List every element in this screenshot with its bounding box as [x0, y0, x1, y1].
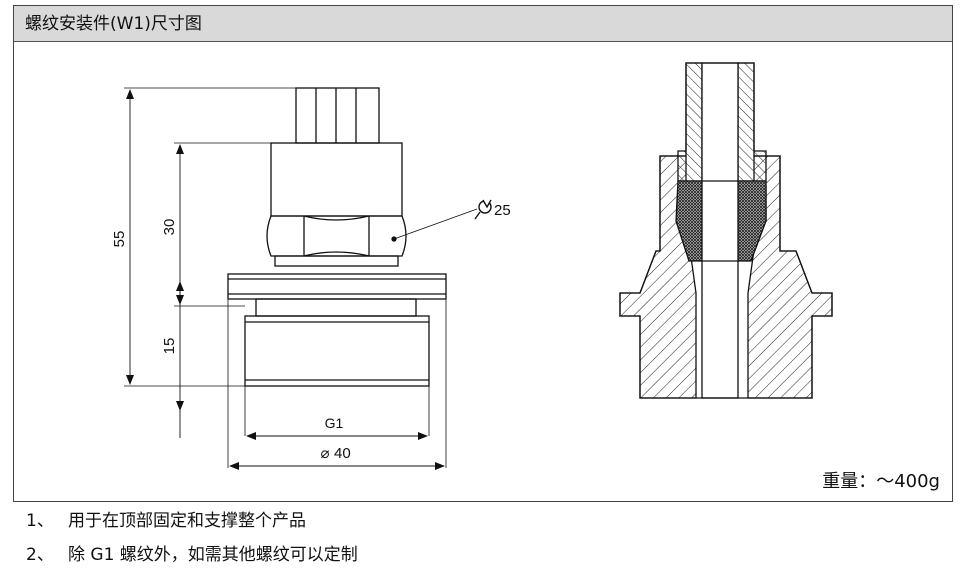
weight-line: 重量：～400g: [822, 471, 940, 493]
wrench-label-group: 25: [474, 199, 511, 220]
weight-label: 重量：: [822, 471, 877, 492]
top-nut-right: [737, 62, 767, 182]
wrench-icon: [474, 199, 492, 220]
note-number: 1、: [26, 511, 54, 531]
wrench-leader: [391, 208, 478, 242]
note-item-1: 1、用于在顶部固定和支撑整个产品: [26, 510, 358, 532]
connector-top: [295, 87, 380, 144]
top-nut-left: [677, 62, 703, 182]
dim-40-label: 40: [334, 445, 351, 462]
flange: [227, 273, 447, 300]
panel-header: 螺纹安装件(W1)尺寸图: [14, 6, 952, 42]
center-bore: [701, 62, 739, 399]
thread-section: [244, 315, 430, 387]
seal-right: [737, 180, 767, 262]
note-text: 用于在顶部固定和支撑整个产品: [68, 511, 306, 531]
panel-title: 螺纹安装件(W1)尺寸图: [25, 14, 202, 34]
dim-g1-label: G1: [325, 415, 344, 431]
note-text: 除 G1 螺纹外，如需其他螺纹可以定制: [68, 545, 358, 565]
technical-drawing: 55 30 15 G1 ⌀ 40 25: [111, 62, 833, 470]
section-view: [619, 62, 833, 399]
side-view: [124, 87, 478, 470]
seal-left: [675, 180, 703, 262]
note-number: 2、: [26, 545, 54, 565]
wrench-size-label: 25: [494, 202, 511, 219]
dim-40-label-group: ⌀ 40: [320, 444, 350, 462]
weight-value: ～400g: [876, 471, 940, 492]
hex-nut: [266, 215, 407, 267]
diameter-symbol: ⌀: [320, 444, 329, 462]
dim-15-label: 15: [161, 338, 178, 355]
notes-list: 1、用于在顶部固定和支撑整个产品 2、除 G1 螺纹外，如需其他螺纹可以定制: [26, 510, 358, 578]
upper-body: [270, 142, 403, 217]
note-item-2: 2、除 G1 螺纹外，如需其他螺纹可以定制: [26, 544, 358, 566]
dim-55-label: 55: [111, 231, 128, 248]
drawing-panel: 螺纹安装件(W1)尺寸图: [13, 5, 953, 502]
dim-30-label: 30: [161, 219, 178, 236]
